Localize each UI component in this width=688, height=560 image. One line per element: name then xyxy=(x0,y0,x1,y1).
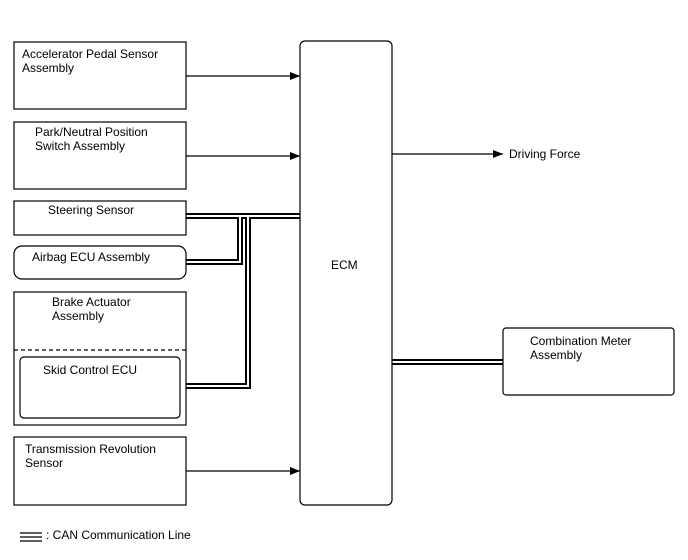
park-neutral-switch-box xyxy=(13,121,187,190)
ecm-label: ECM xyxy=(331,258,358,272)
skid-control-ecu-box xyxy=(19,356,181,419)
transmission-revolution-sensor-label: Transmission Revolution Sensor xyxy=(25,442,159,470)
can-line-legend-symbol xyxy=(20,532,42,542)
airbag-ecu-box xyxy=(13,245,187,280)
ecm-box xyxy=(299,40,393,506)
steering-sensor-box xyxy=(13,200,187,236)
can-line-legend-label: : CAN Communication Line xyxy=(46,528,191,542)
driving-force-label: Driving Force xyxy=(509,147,581,161)
transmission-revolution-sensor-box xyxy=(13,436,187,506)
combination-meter-box xyxy=(502,327,675,396)
park-neutral-switch-label: Park/Neutral Position Switch Assembly xyxy=(35,125,151,153)
accelerator-pedal-sensor-box xyxy=(13,41,187,110)
can-bus-left xyxy=(180,213,300,389)
combination-meter-label: Combination Meter Assembly xyxy=(530,334,635,362)
skid-control-ecu-label: Skid Control ECU xyxy=(43,363,137,377)
steering-sensor-label: Steering Sensor xyxy=(48,203,134,217)
accelerator-pedal-sensor-label: Accelerator Pedal Sensor Assembly xyxy=(22,47,161,75)
brake-actuator-label: Brake Actuator Assembly xyxy=(52,295,134,323)
airbag-ecu-label: Airbag ECU Assembly xyxy=(32,250,150,264)
